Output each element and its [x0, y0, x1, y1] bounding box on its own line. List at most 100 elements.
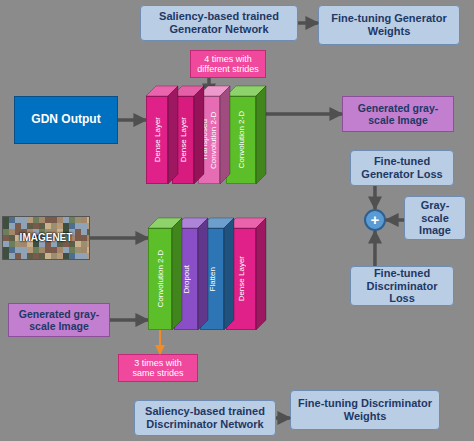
block-side	[172, 218, 182, 330]
image-box: Gray-scale Image	[404, 196, 466, 240]
loss-box: Fine-tuned Discriminator Loss	[350, 266, 454, 306]
mosaic-tile	[87, 241, 90, 247]
mosaic-tile	[75, 229, 81, 235]
mosaic-tile	[3, 259, 9, 260]
mosaic-tile	[51, 253, 57, 259]
flow-arrow	[118, 118, 146, 122]
node-label: IMAGENET	[20, 232, 73, 244]
mosaic-tile	[9, 253, 15, 259]
mosaic-tile	[87, 259, 90, 260]
callout-box: 3 times with same strides	[118, 354, 198, 382]
weights-box: Fine-tuning Discriminator Weights	[290, 390, 440, 430]
mosaic-tile	[87, 223, 90, 229]
mosaic-tile	[57, 217, 63, 223]
mosaic-tile	[9, 241, 15, 247]
mosaic-tile	[15, 247, 21, 253]
mosaic-tile	[45, 259, 51, 260]
mosaic-tile	[21, 223, 27, 229]
mosaic-tile	[9, 259, 15, 260]
mosaic-tile	[51, 217, 57, 223]
mosaic-tile	[3, 241, 9, 247]
mosaic-tile	[81, 247, 87, 253]
node-label: Fine-tuning Discriminator Weights	[295, 397, 435, 422]
mosaic-tile	[9, 247, 15, 253]
mosaic-tile	[87, 235, 90, 241]
block-side	[194, 86, 204, 184]
block-side	[198, 218, 208, 330]
mosaic-tile	[39, 217, 45, 223]
network-box: Saliency-based trained Generator Network	[140, 5, 298, 41]
mosaic-tile	[45, 253, 51, 259]
mosaic-tile	[69, 253, 75, 259]
mosaic-tile	[75, 241, 81, 247]
mosaic-tile	[27, 223, 33, 229]
mosaic-tile	[15, 223, 21, 229]
mosaic-tile	[75, 217, 81, 223]
flow-arrow	[373, 186, 377, 209]
mosaic-tile	[63, 253, 69, 259]
mosaic-tile	[15, 217, 21, 223]
mosaic-tile	[27, 217, 33, 223]
mosaic-tile	[63, 217, 69, 223]
mosaic-tile	[39, 223, 45, 229]
callout-box: 4 times with different strides	[190, 50, 266, 78]
mosaic-tile	[81, 217, 87, 223]
mosaic-tile	[27, 247, 33, 253]
mosaic-tile	[33, 217, 39, 223]
mosaic-tile	[75, 253, 81, 259]
mosaic-tile	[87, 229, 90, 235]
mosaic-tile	[3, 235, 9, 241]
node-label: Generated gray-scale Image	[13, 308, 105, 332]
mosaic-tile	[3, 253, 9, 259]
node-label: Saliency-based trained Discriminator Net…	[139, 405, 271, 430]
mosaic-tile	[51, 223, 57, 229]
mosaic-tile	[39, 253, 45, 259]
image-box: Generated gray-scale Image	[342, 96, 454, 132]
node-label: GDN Output	[31, 113, 100, 127]
mosaic-tile	[45, 217, 51, 223]
node-label: Fine-tuned Generator Loss	[355, 155, 449, 180]
mosaic-tile	[51, 247, 57, 253]
mosaic-tile	[3, 229, 9, 235]
image-box: Generated gray-scale Image	[8, 303, 110, 337]
mosaic-tile	[3, 217, 9, 223]
mosaic-tile	[3, 223, 9, 229]
mosaic-tile	[57, 259, 63, 260]
mosaic-tile	[69, 223, 75, 229]
mosaic-tile	[27, 259, 33, 260]
mosaic-tile	[87, 247, 90, 253]
node-label: Gray-scale Image	[409, 199, 461, 237]
mosaic-tile	[39, 247, 45, 253]
mosaic-tile	[87, 253, 90, 259]
node-label: Dense Layer	[153, 117, 162, 162]
mosaic-tile	[15, 259, 21, 260]
flow-arrow	[159, 330, 161, 354]
mosaic-tile	[81, 223, 87, 229]
block-side	[256, 86, 266, 184]
mosaic-tile	[39, 259, 45, 260]
mosaic-tile	[33, 253, 39, 259]
mosaic-tile	[57, 253, 63, 259]
mosaic-tile	[27, 253, 33, 259]
mosaic-tile	[87, 217, 90, 223]
mosaic-tile	[9, 229, 15, 235]
node-label: Fine-tuned Discriminator Loss	[355, 267, 449, 305]
mosaic-tile	[51, 259, 57, 260]
mosaic-tile	[63, 223, 69, 229]
node-label: 3 times with same strides	[122, 358, 194, 379]
mosaic-tile	[33, 247, 39, 253]
node-label: Convolution 2-D	[156, 250, 165, 307]
mosaic-tile	[3, 247, 9, 253]
flow-arrow	[256, 112, 342, 116]
node-label: +	[371, 211, 380, 228]
layer-block: Dense Layer	[146, 96, 168, 184]
mosaic-tile	[81, 235, 87, 241]
layer-block: Convolution 2-D	[148, 228, 172, 330]
node-label: Convolution 2-D	[237, 111, 246, 168]
mosaic-tile	[45, 247, 51, 253]
mosaic-tile	[81, 229, 87, 235]
node-label: Dropout	[182, 265, 191, 293]
dataset-image: IMAGENET	[2, 216, 90, 260]
mosaic-tile	[21, 253, 27, 259]
node-label: Dense Layer	[179, 117, 188, 162]
